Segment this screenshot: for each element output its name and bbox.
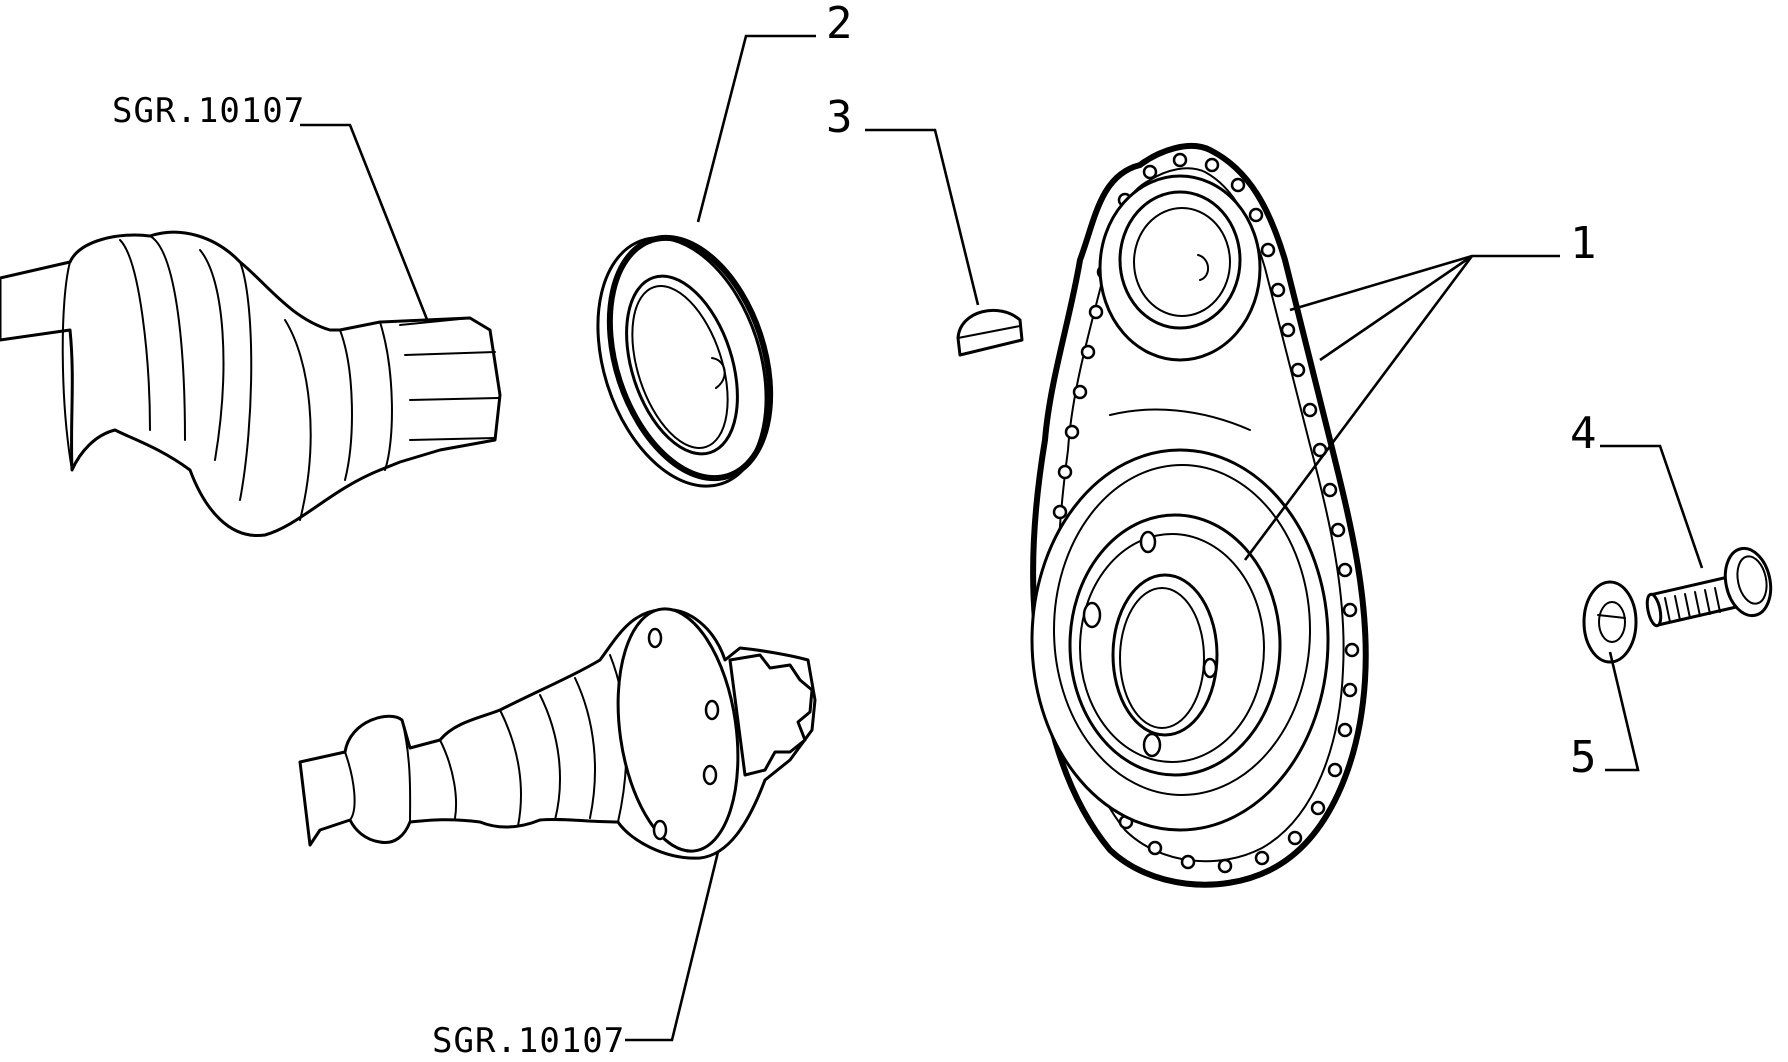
crankshaft-end-top <box>0 230 502 538</box>
woodruff-key <box>956 308 1024 357</box>
callout-1: 1 <box>1570 218 1597 269</box>
callout-5: 5 <box>1570 732 1597 783</box>
washer <box>1582 580 1638 664</box>
timing-chain-sprocket-assembly <box>1030 143 1369 888</box>
upper-sprocket <box>1098 174 1262 362</box>
callout-sgr-bottom: SGR.10107 <box>432 1021 625 1061</box>
leader-lines <box>300 34 1704 1042</box>
lower-sprocket <box>1030 408 1330 832</box>
camshaft-lower <box>298 607 817 860</box>
oil-seal-ring <box>596 234 774 488</box>
bolt <box>1645 546 1773 628</box>
callout-2: 2 <box>826 0 853 49</box>
callout-sgr-top: SGR.10107 <box>112 91 305 131</box>
callout-4: 4 <box>1570 408 1597 459</box>
callout-3: 3 <box>826 92 853 143</box>
